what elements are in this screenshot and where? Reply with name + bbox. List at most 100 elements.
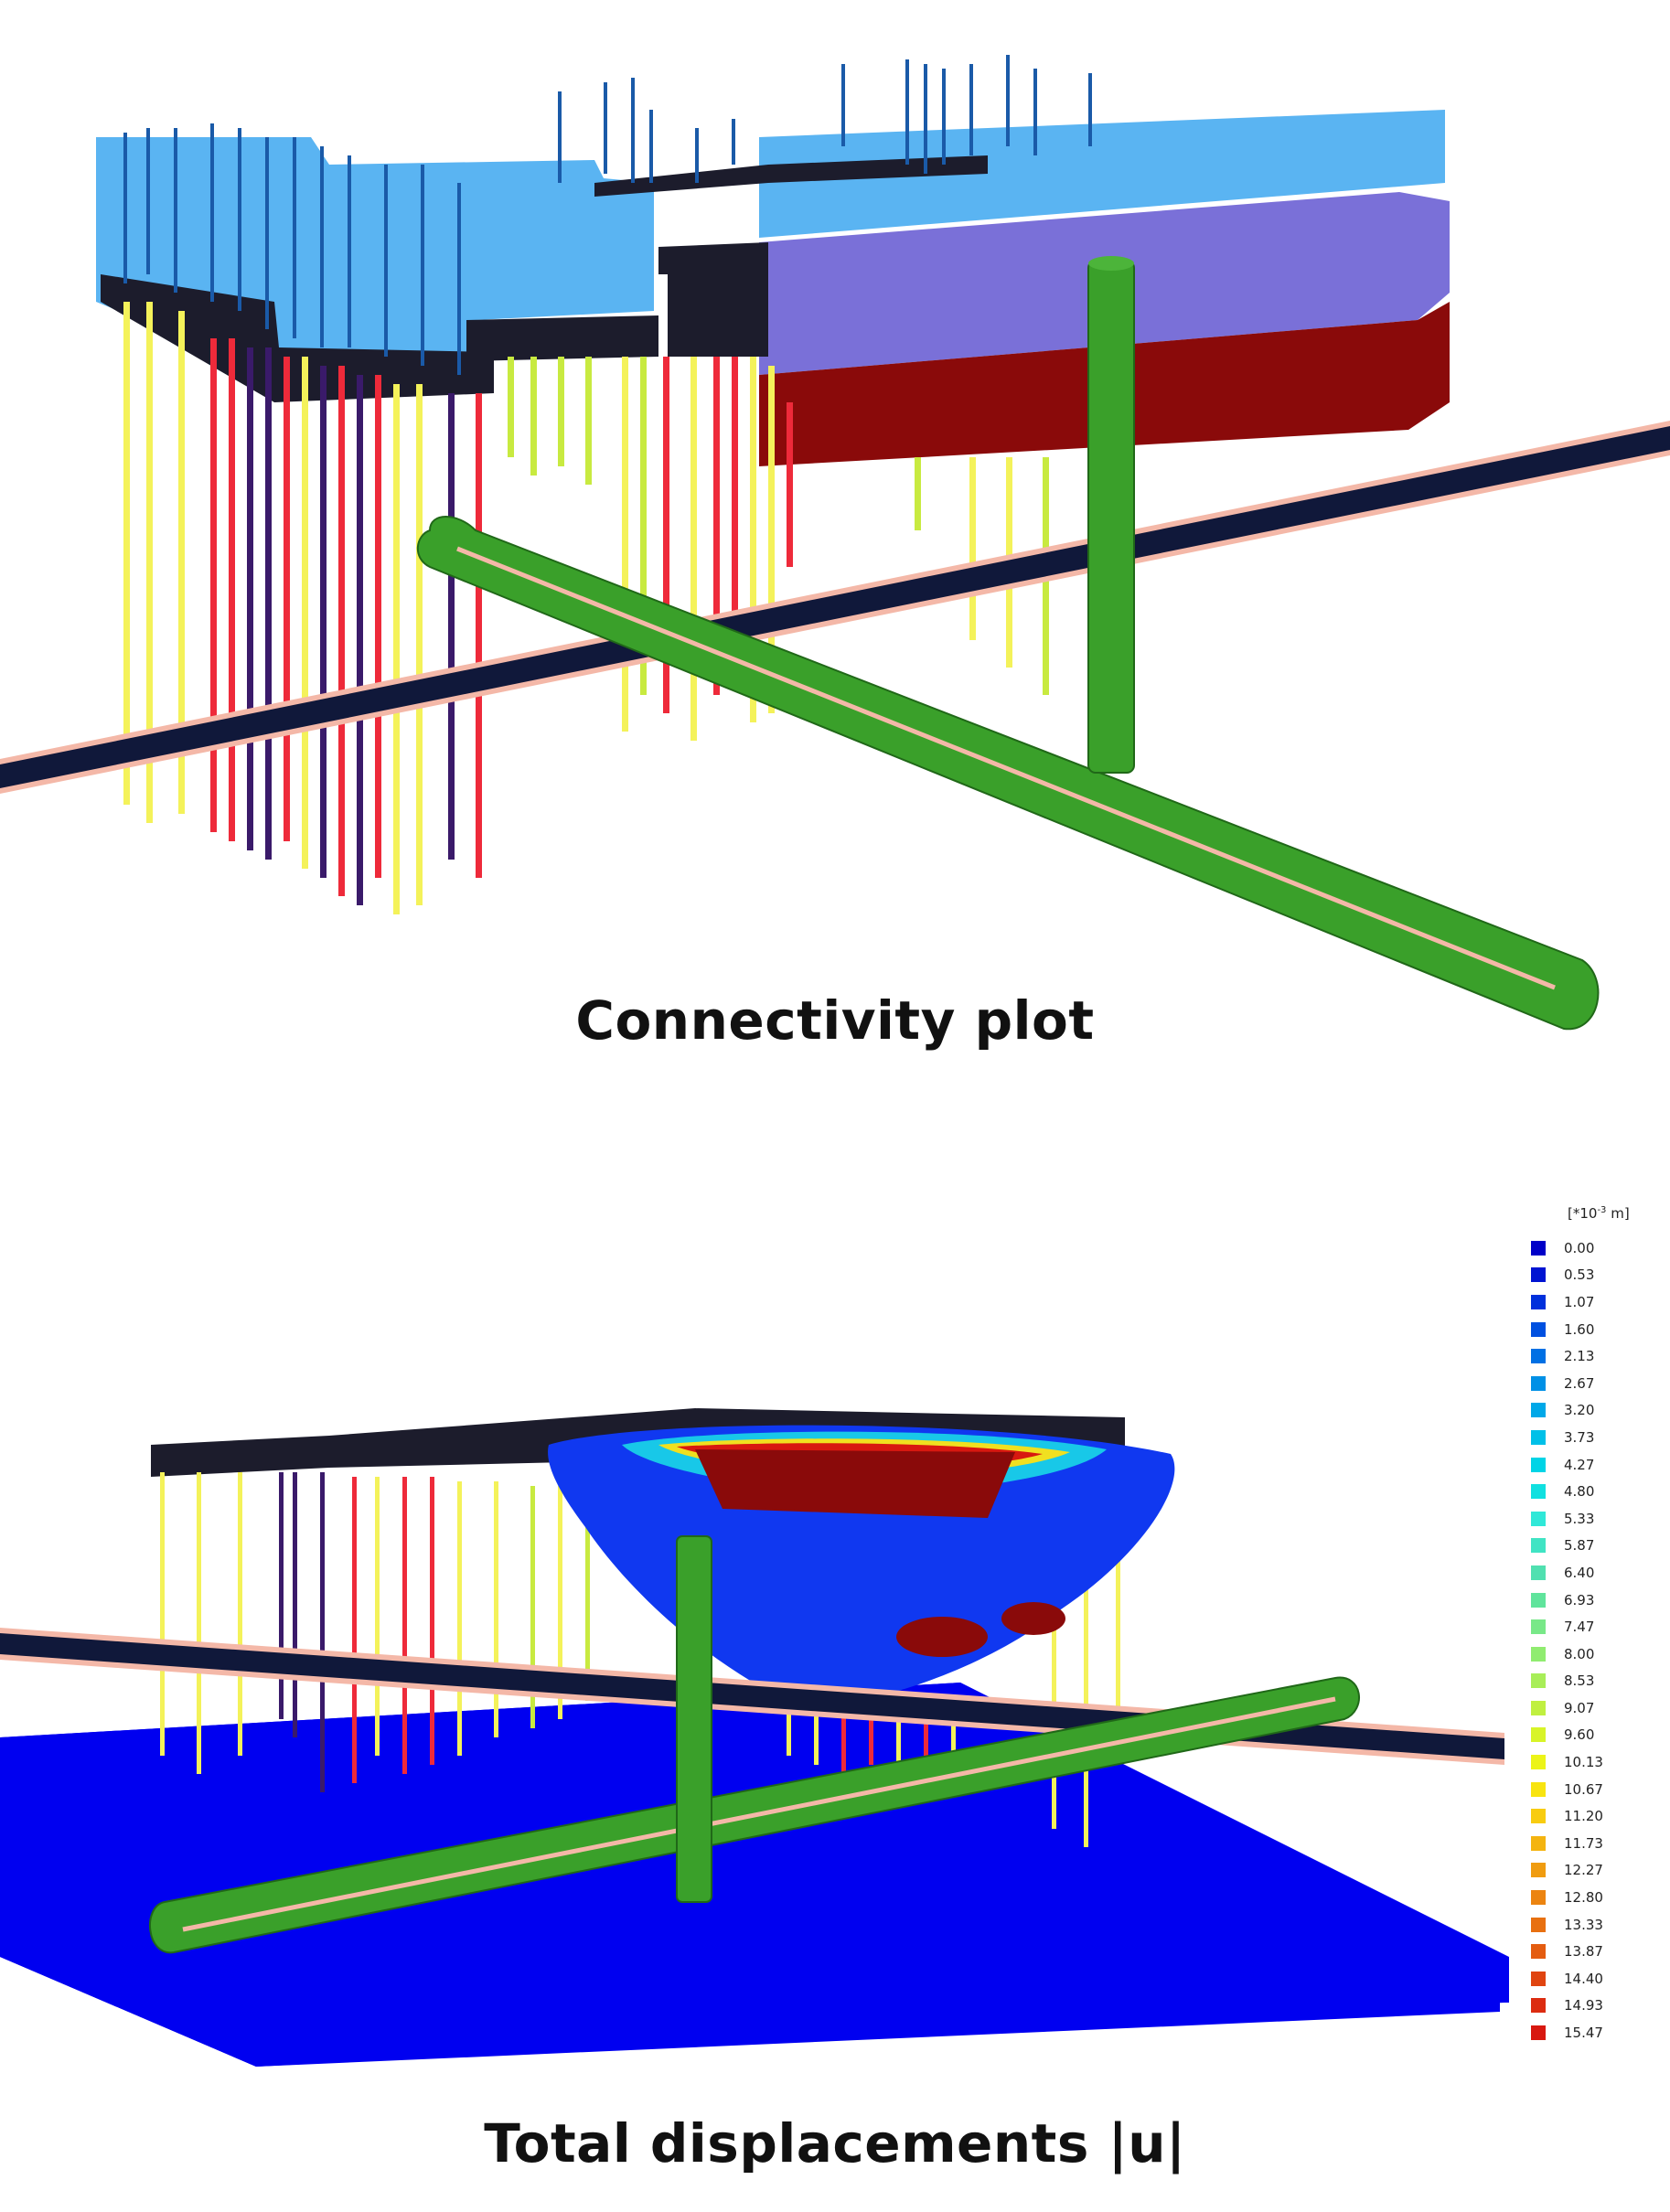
legend-entry: 6.93 <box>1525 1587 1663 1614</box>
legend-value: 10.13 <box>1564 1754 1603 1771</box>
legend-value: 1.60 <box>1564 1320 1595 1338</box>
legend-swatch <box>1531 1971 1546 1986</box>
legend-entry: 1.07 <box>1525 1288 1663 1316</box>
ground-plane-fill <box>0 1683 1504 2067</box>
legend-swatch <box>1531 1592 1546 1608</box>
connectivity-plot-title: Connectivity plot <box>575 989 1095 1052</box>
pile <box>210 338 217 832</box>
pile <box>178 311 185 814</box>
legend-value: 11.20 <box>1564 1808 1603 1825</box>
pile <box>1088 73 1092 146</box>
pile <box>197 1472 201 1774</box>
tunnel-inclined <box>416 516 1600 1031</box>
pile <box>457 1481 462 1756</box>
pile <box>320 366 327 878</box>
pile <box>732 119 735 165</box>
pile <box>210 123 214 302</box>
legend-entry: 4.27 <box>1525 1451 1663 1479</box>
pile <box>841 1701 846 1774</box>
pile <box>448 393 455 860</box>
legend-entry: 4.80 <box>1525 1478 1663 1505</box>
pile <box>814 1701 819 1765</box>
pile <box>1116 1527 1120 1737</box>
tunnel-inclined-bottom-liner <box>182 1696 1336 1932</box>
legend-entry: 0.00 <box>1525 1234 1663 1262</box>
pile <box>713 357 720 695</box>
legend-entry: 14.93 <box>1525 1993 1663 2020</box>
legend-entry: 2.13 <box>1525 1342 1663 1370</box>
pile <box>924 1701 928 1756</box>
pile <box>915 457 921 530</box>
legend-swatch <box>1531 1998 1546 2014</box>
pile <box>146 128 150 274</box>
pile <box>787 402 793 567</box>
legend-swatch <box>1531 1673 1546 1689</box>
legend-swatch <box>1531 1917 1546 1932</box>
connectivity-plot-model <box>0 55 1670 1031</box>
legend-swatch <box>1531 1403 1546 1418</box>
pile <box>123 302 130 805</box>
pile <box>123 133 127 283</box>
legend-value: 6.40 <box>1564 1564 1595 1581</box>
pile <box>530 1486 535 1728</box>
pile <box>320 146 324 347</box>
pile <box>558 1486 562 1719</box>
pile <box>942 69 946 165</box>
pile <box>384 165 388 357</box>
legend-swatch <box>1531 1863 1546 1878</box>
legend-entry: 12.80 <box>1525 1884 1663 1911</box>
legend-swatch <box>1531 1511 1546 1526</box>
pile <box>174 128 177 293</box>
pile <box>640 357 647 695</box>
slab-top-strip <box>594 155 988 197</box>
pile <box>1084 1518 1088 1847</box>
legend-entry: 3.73 <box>1525 1424 1663 1451</box>
legend-value: 11.73 <box>1564 1834 1603 1852</box>
pile <box>841 64 845 146</box>
pile <box>622 357 628 732</box>
total-displacements-panel: Total displacements |u| <box>0 1170 1670 2212</box>
legend-value: 7.47 <box>1564 1619 1595 1636</box>
pile <box>338 366 345 896</box>
legend-value: 3.20 <box>1564 1402 1595 1419</box>
pile <box>750 357 756 722</box>
legend-entry: 10.67 <box>1525 1776 1663 1803</box>
legend-value: 8.00 <box>1564 1645 1595 1662</box>
legend-value: 10.67 <box>1564 1780 1603 1798</box>
legend-swatch <box>1531 1429 1546 1445</box>
pile <box>293 1472 297 1737</box>
total-displacements-model <box>0 1408 1509 2067</box>
legend-entry: 11.73 <box>1525 1830 1663 1857</box>
pile <box>476 393 482 878</box>
legend-swatch <box>1531 1700 1546 1715</box>
pile <box>293 137 296 338</box>
legend-swatch <box>1531 1944 1546 1960</box>
pile <box>508 357 514 457</box>
legend-swatch <box>1531 2025 1546 2041</box>
legend-entry: 15.47 <box>1525 2019 1663 2046</box>
pile <box>585 1486 590 1701</box>
pile <box>787 1701 791 1756</box>
legend-swatch <box>1531 1375 1546 1391</box>
legend-entry: 12.27 <box>1525 1857 1663 1885</box>
legend-value: 4.80 <box>1564 1483 1595 1501</box>
pile <box>229 338 235 841</box>
displacement-bowl-patch-1 <box>896 1617 988 1657</box>
tunnel-shaft <box>1087 260 1135 774</box>
legend-value: 8.53 <box>1564 1672 1595 1690</box>
pile <box>265 137 269 329</box>
legend-value: 14.40 <box>1564 1970 1603 1987</box>
pile <box>585 357 592 485</box>
pile <box>352 1477 357 1783</box>
connectivity-plot-panel: Connectivity plot <box>0 0 1670 1079</box>
pile <box>649 110 653 183</box>
pile <box>663 357 669 713</box>
pile <box>146 302 153 823</box>
legend-entry: 9.07 <box>1525 1694 1663 1722</box>
legend-value: 14.93 <box>1564 1997 1603 2014</box>
slab-left <box>101 274 494 402</box>
legend-entry: 3.20 <box>1525 1397 1663 1425</box>
pile <box>969 64 973 155</box>
legend-value: 5.33 <box>1564 1510 1595 1527</box>
pile <box>896 1701 901 1774</box>
